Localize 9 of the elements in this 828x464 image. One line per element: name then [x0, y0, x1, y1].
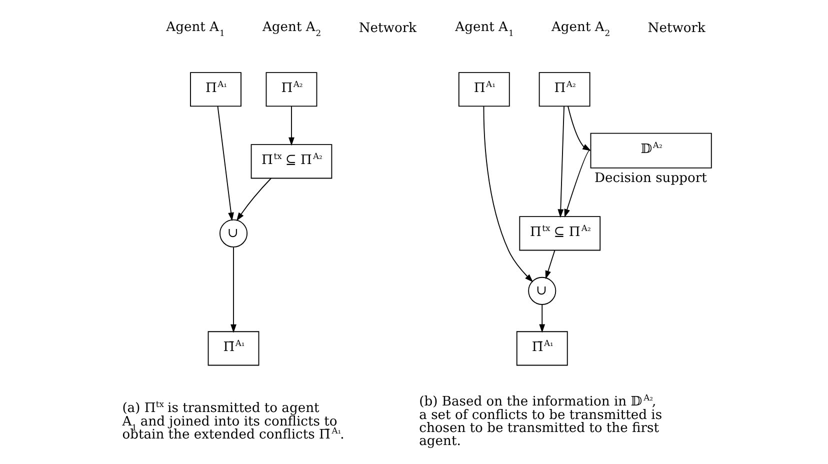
node-label: Decision support	[594, 171, 707, 186]
label: Agent A$_{2}$	[262, 20, 322, 38]
label: Agent A$_{1}$	[166, 20, 225, 38]
label: Agent A$_{2}$	[551, 20, 610, 38]
label: Network	[358, 21, 417, 36]
label: (a) Π$^{tx}$ is transmitted to agent A$_{1}$ and joined into its conflicts to obtain the extended conflicts Π̄$^{A₁}$.	[122, 399, 344, 442]
label: (b) Based on the information in 𝔻$^{A₂}$, a set of conflicts to be transmitted is chosen to be transmitted to the first agent.	[419, 392, 662, 449]
label: Network	[648, 21, 706, 36]
label: Agent A$_{1}$	[455, 20, 514, 38]
